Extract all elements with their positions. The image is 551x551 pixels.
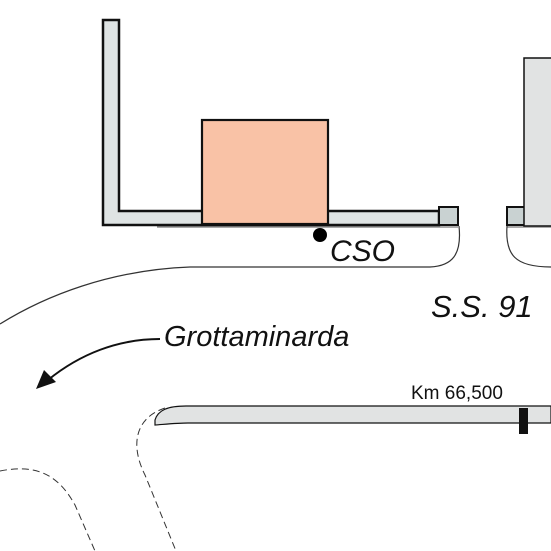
km-marker bbox=[519, 408, 528, 434]
road-edge-north-right bbox=[506, 225, 551, 268]
road-edge-north bbox=[0, 225, 461, 325]
milestone-label: Km 66,500 bbox=[411, 383, 503, 404]
direction-arrow-line bbox=[47, 338, 161, 381]
direction-label: Grottaminarda bbox=[164, 321, 349, 353]
direction-arrowhead bbox=[36, 370, 56, 389]
dashed-road-edge-outer bbox=[0, 468, 96, 551]
manhole-left bbox=[438, 206, 459, 226]
manhole-right bbox=[506, 206, 527, 226]
cso-label: CSO bbox=[330, 235, 395, 268]
road-name-label: S.S. 91 bbox=[431, 289, 533, 324]
dashed-road-edge-inner bbox=[136, 407, 177, 551]
adjacent-building bbox=[523, 57, 551, 227]
road-band-south bbox=[154, 405, 551, 426]
building bbox=[200, 118, 330, 226]
cso-point bbox=[313, 228, 327, 242]
